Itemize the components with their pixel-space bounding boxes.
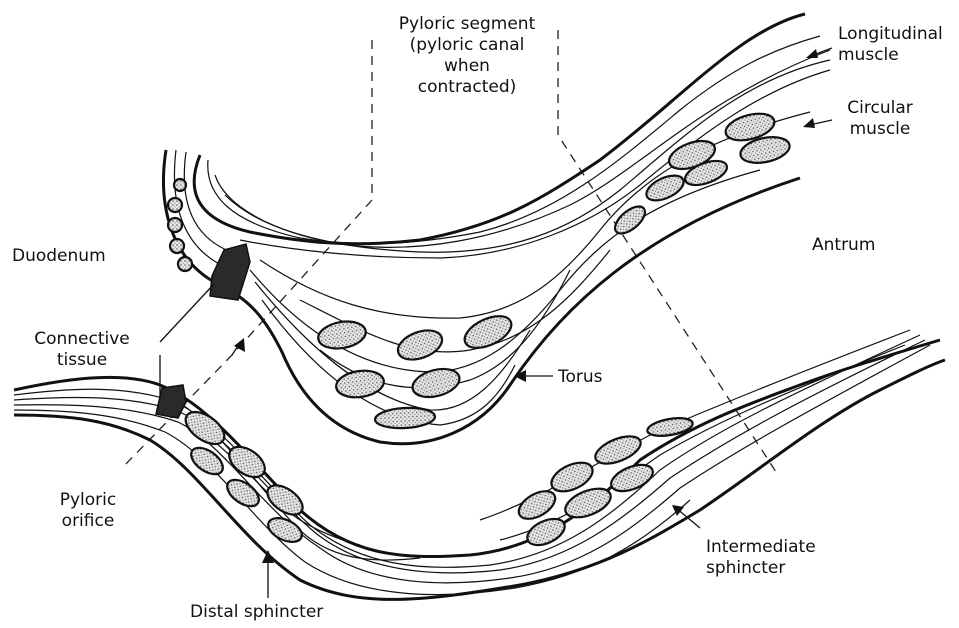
intermediate-sphincter-muscle-bundle: [607, 460, 656, 497]
distal-sphincter-muscle-bundle: [223, 474, 264, 511]
torus-muscle-bundle: [334, 368, 385, 400]
boundary-line-right: [558, 30, 778, 475]
duodenum-label: Duodenum: [12, 246, 106, 267]
pyloric-segment-label: Pyloric segment (pyloric canal when cont…: [378, 14, 556, 98]
duodenum-muscle-bundle: [174, 179, 186, 191]
connective-tissue-label-line: Connective: [30, 329, 134, 350]
duodenum-muscle-bundle: [170, 239, 184, 253]
connective-tissue-label-line: tissue: [30, 350, 134, 371]
intermediate-sphincter-label-line: sphincter: [706, 558, 816, 579]
torus-muscle-bundle: [460, 310, 516, 355]
intermediate-sphincter-label: Intermediate sphincter: [706, 537, 816, 579]
antrum-label: Antrum: [812, 235, 875, 256]
distal-sphincter-label: Distal sphincter: [190, 602, 323, 623]
circular-muscle-arrowhead: [803, 118, 815, 128]
pyloric-orifice-label: Pyloric orifice: [48, 490, 128, 532]
connective-tissue-label: Connective tissue: [30, 329, 134, 371]
torus-label: Torus: [558, 367, 603, 388]
duodenum-muscle-bundle: [168, 218, 182, 232]
circular-muscle-label-line: Circular: [832, 98, 928, 119]
connective-tissue-pointer-upper: [160, 284, 214, 342]
antrum-muscle-bundle: [610, 202, 649, 239]
connective-tissue-upper: [210, 244, 250, 300]
upper-wall-outer-line: [164, 150, 800, 444]
longitudinal-muscle-arrowhead: [806, 49, 818, 58]
pyloric-segment-label-line: when: [378, 56, 556, 77]
antrum-muscle-bundle: [643, 170, 688, 205]
intermediate-sphincter-label-line: Intermediate: [706, 537, 816, 558]
longitudinal-muscle-label-line: Longitudinal: [838, 24, 943, 45]
duodenum-muscle-bundle: [178, 257, 192, 271]
circular-muscle-label-line: muscle: [832, 119, 928, 140]
circular-muscle-bundles: [168, 109, 792, 550]
pyloric-orifice-label-line: Pyloric: [48, 490, 128, 511]
longitudinal-muscle-label: Longitudinal muscle: [838, 24, 943, 66]
longitudinal-muscle-label-line: muscle: [838, 45, 943, 66]
pyloric-segment-label-line: (pyloric canal: [378, 35, 556, 56]
pyloric-segment-label-line: contracted): [378, 77, 556, 98]
intermediate-sphincter-muscle-bundle: [646, 415, 694, 439]
pyloric-orifice-label-line: orifice: [48, 511, 128, 532]
pyloric-segment-label-line: Pyloric segment: [378, 14, 556, 35]
duodenum-muscle-bundle: [168, 198, 182, 212]
torus-muscle-bundle: [316, 318, 368, 352]
circular-muscle-label: Circular muscle: [832, 98, 928, 140]
torus-muscle-bundle: [394, 325, 446, 365]
